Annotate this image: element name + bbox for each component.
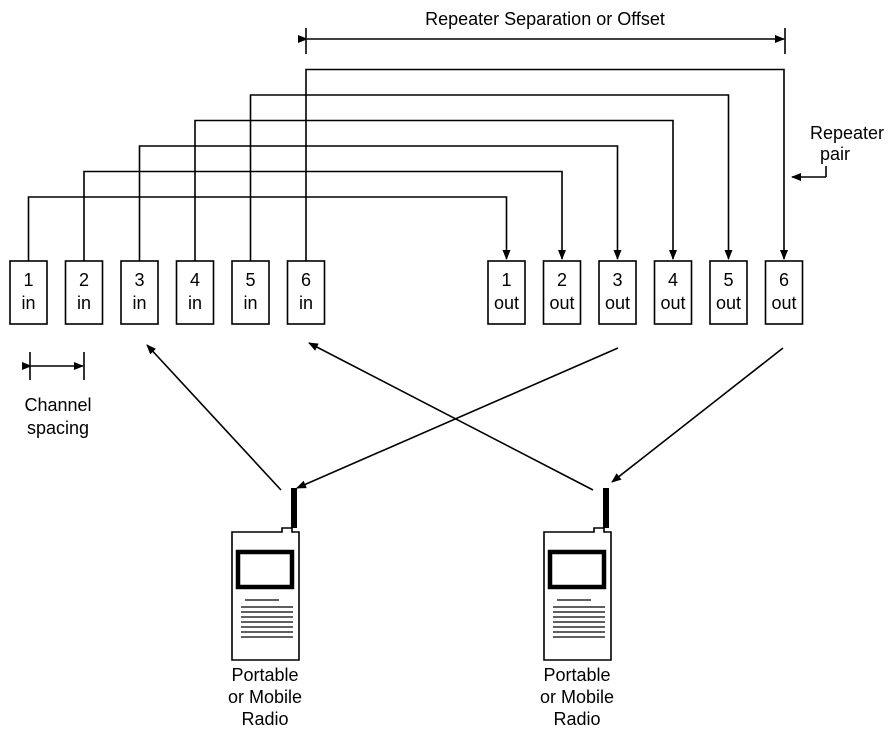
antenna-icon: [291, 488, 297, 528]
channel-3-in-box: 3 in: [120, 260, 159, 325]
radio-screen-icon: [235, 549, 295, 590]
channel-out-label: out: [549, 293, 574, 313]
channel-in-label: in: [243, 293, 257, 313]
portable-radio-1: Portable or Mobile Radio: [228, 488, 302, 729]
radio-1-label-line2: or Mobile: [228, 687, 302, 707]
channel-4-out-box: 4 out: [653, 260, 693, 325]
channel-number: 6: [301, 270, 311, 290]
pair-line-4: [194, 119, 677, 261]
pair-line-2: [83, 170, 566, 261]
channel-number: 1: [23, 270, 33, 290]
channel-in-label: in: [188, 293, 202, 313]
channel-out-label: out: [771, 293, 796, 313]
channel-number: 5: [245, 270, 255, 290]
signal-arrows: [146, 342, 784, 491]
pair-line-1: [27, 196, 511, 261]
channel-out-label: out: [494, 293, 519, 313]
channel-1-out-box: 1 out: [487, 260, 526, 325]
channel-in-label: in: [132, 293, 146, 313]
radio2-receive-arrow: [611, 347, 784, 483]
channel-3-out-box: 3 out: [598, 260, 637, 325]
separation-label: Repeater Separation or Offset: [425, 9, 665, 29]
radio-2-label-line3: Radio: [553, 709, 600, 729]
repeater-pair-label-line2: pair: [820, 144, 850, 164]
channel-2-in-box: 2 in: [64, 260, 104, 325]
channel-out-label: out: [660, 293, 685, 313]
channel-1-in-box: 1 in: [9, 260, 48, 325]
portable-radio-2: Portable or Mobile Radio: [540, 488, 614, 729]
radio2-transmit-arrow: [308, 342, 594, 491]
channel-5-in-box: 5 in: [231, 260, 270, 325]
input-channel-boxes: 1 in 2 in 3 in 4 in 5 in 6 in: [9, 260, 326, 325]
channel-in-label: in: [77, 293, 91, 313]
pair-routing-lines: [27, 68, 788, 261]
radio-2-label-line1: Portable: [543, 665, 610, 685]
channel-in-label: in: [299, 293, 313, 313]
channel-6-in-box: 6 in: [286, 260, 326, 325]
output-channel-boxes: 1 out 2 out 3 out 4 out 5 out 6 out: [487, 260, 804, 325]
pair-line-5: [249, 94, 733, 261]
channel-number: 5: [723, 270, 733, 290]
channel-in-label: in: [21, 293, 35, 313]
repeater-pair-annotation: Repeater pair: [791, 123, 884, 181]
radio-1-label-line1: Portable: [231, 665, 298, 685]
channel-number: 1: [501, 270, 511, 290]
radio1-transmit-arrow: [146, 344, 282, 491]
channel-number: 4: [190, 270, 200, 290]
channel-out-label: out: [605, 293, 630, 313]
channel-number: 4: [668, 270, 678, 290]
channel-5-out-box: 5 out: [709, 260, 748, 325]
radio-1-label-line3: Radio: [241, 709, 288, 729]
channel-spacing-dimension: Channel spacing: [22, 352, 92, 438]
channel-number: 6: [779, 270, 789, 290]
repeater-pair-label-line1: Repeater: [810, 123, 884, 143]
pair-line-3: [138, 145, 622, 261]
channel-number: 2: [79, 270, 89, 290]
radio1-receive-arrow: [296, 347, 619, 489]
channel-number: 3: [612, 270, 622, 290]
channel-2-out-box: 2 out: [542, 260, 582, 325]
radio-2-label-line2: or Mobile: [540, 687, 614, 707]
antenna-icon: [603, 488, 609, 528]
separation-dimension: Repeater Separation or Offset: [298, 9, 786, 54]
radio-screen-icon: [547, 549, 607, 590]
channel-4-in-box: 4 in: [175, 260, 215, 325]
channel-out-label: out: [716, 293, 741, 313]
channel-number: 3: [134, 270, 144, 290]
channel-number: 2: [557, 270, 567, 290]
pair-line-6: [305, 68, 788, 261]
channel-spacing-label-line2: spacing: [27, 418, 89, 438]
channel-spacing-label-line1: Channel: [24, 395, 91, 415]
channel-6-out-box: 6 out: [764, 260, 804, 325]
